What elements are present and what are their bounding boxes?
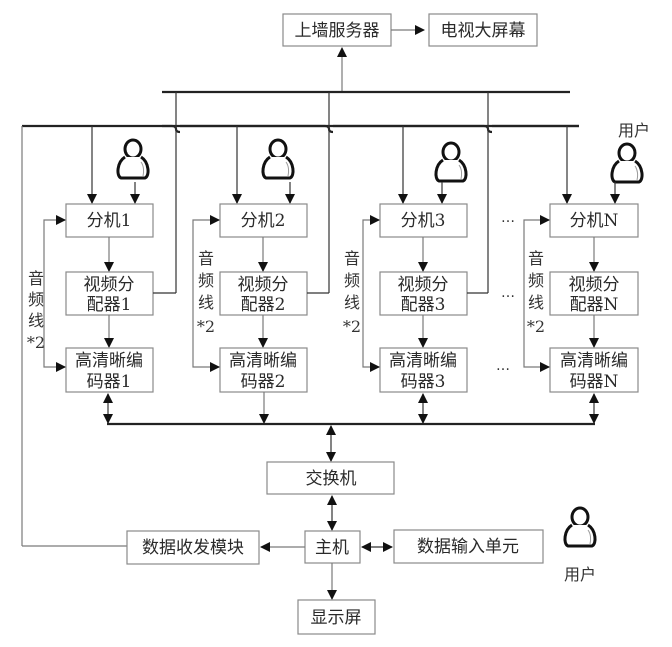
- input-unit-label: 数据输入单元: [417, 537, 519, 557]
- splitter-label-1: 视频分: [238, 275, 289, 295]
- hd-encoder-box: [379, 347, 468, 393]
- encoder-label-1: 高清晰编: [389, 351, 457, 371]
- audio-label: 频: [344, 271, 360, 290]
- hd-encoder-box: [549, 347, 639, 393]
- audio-label: *2: [527, 317, 545, 336]
- tv-screen-label: 电视大屏幕: [441, 21, 526, 41]
- hd-encoder-box: [219, 347, 308, 393]
- extension-box: [219, 203, 308, 238]
- audio-label: 音: [28, 269, 44, 288]
- user-icon: [434, 141, 468, 183]
- extension-label: 分机1: [87, 211, 132, 231]
- audio-label: 线: [198, 293, 214, 312]
- extension-box: [549, 203, 639, 238]
- wall-server-label: 上墙服务器: [295, 21, 380, 41]
- user-label: 用户: [618, 121, 650, 140]
- encoder-label-1: 高清晰编: [560, 351, 628, 371]
- audio-label: 频: [198, 271, 214, 290]
- audio-label: 线: [344, 293, 360, 312]
- branch-n: 用户 分机N 视频分 配器N 高清晰编 码器N 音 频 线 *2: [523, 121, 650, 424]
- user-icon: [563, 506, 597, 548]
- host-label: 主机: [315, 538, 349, 558]
- audio-label: *2: [27, 333, 45, 352]
- display-label: 显示屏: [311, 608, 362, 628]
- ellipsis: …: [501, 210, 515, 226]
- encoder-label-2: 码器N: [570, 372, 619, 392]
- extension-box: [379, 203, 468, 238]
- splitter-label-1: 视频分: [84, 275, 135, 295]
- audio-label: 线: [528, 293, 544, 312]
- switch-label: 交换机: [306, 469, 357, 489]
- branch-2: 分机2 视频分 配器2 高清晰编 码器2 音 频 线 *2: [192, 126, 329, 424]
- audio-label: 音: [528, 249, 544, 268]
- video-splitter-box: [219, 271, 308, 316]
- splitter-label-2: 配器3: [401, 295, 446, 315]
- ellipsis: …: [496, 358, 510, 374]
- audio-label: 音: [198, 249, 214, 268]
- splitter-label-2: 配器1: [87, 295, 132, 315]
- user-label: 用户: [564, 565, 596, 584]
- audio-label: *2: [197, 317, 215, 336]
- audio-label: 线: [28, 311, 44, 330]
- user-icon: [116, 138, 150, 180]
- tv-screen-box: 电视大屏幕: [428, 13, 538, 47]
- user-icon: [261, 138, 295, 180]
- audio-label: *2: [343, 317, 361, 336]
- encoder-label-2: 码器2: [241, 372, 286, 392]
- splitter-label-1: 视频分: [398, 275, 449, 295]
- input-unit-box: 数据输入单元: [393, 529, 544, 564]
- host-box: 主机: [304, 530, 361, 564]
- extension-label: 分机2: [241, 211, 286, 231]
- encoder-label-2: 码器1: [87, 372, 132, 392]
- transceiver-box: 数据收发模块: [126, 530, 260, 565]
- encoder-label-2: 码器3: [401, 372, 446, 392]
- encoder-label-1: 高清晰编: [229, 351, 297, 371]
- hd-encoder-box: [65, 347, 154, 393]
- audio-label: 频: [28, 290, 44, 309]
- user-icon: [610, 142, 644, 184]
- audio-label: 频: [528, 271, 544, 290]
- display-box: 显示屏: [297, 599, 376, 635]
- extension-label: 分机N: [570, 211, 619, 231]
- encoder-label-1: 高清晰编: [75, 351, 143, 371]
- transceiver-label: 数据收发模块: [142, 538, 244, 558]
- branch-3: 分机3 视频分 配器3 高清晰编 码器3 音 频 线 *2: [343, 126, 488, 424]
- splitter-label-1: 视频分: [569, 275, 620, 295]
- wall-server-box: 上墙服务器: [282, 13, 392, 47]
- splitter-label-2: 配器N: [570, 295, 619, 315]
- audio-label: 音: [344, 249, 360, 268]
- extension-label: 分机3: [401, 211, 446, 231]
- branch-1: 分机1 视频分 配器1 高清晰编 码器1 音 频 线 *2: [27, 126, 176, 424]
- extension-box: [65, 203, 154, 238]
- splitter-label-2: 配器2: [241, 295, 286, 315]
- switch-box: 交换机: [266, 461, 395, 495]
- ellipsis: …: [501, 285, 515, 301]
